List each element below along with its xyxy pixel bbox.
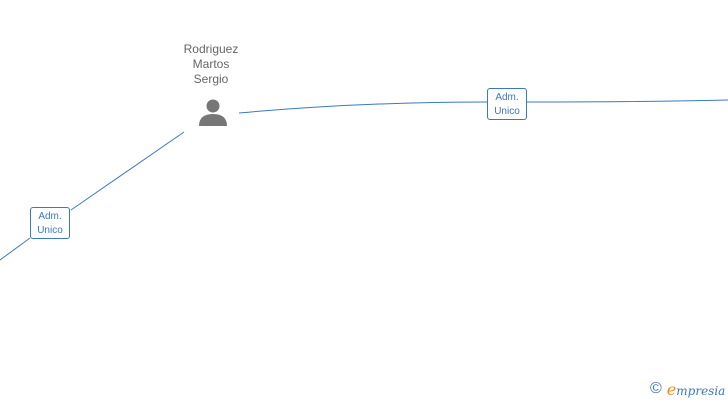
empresia-watermark: © empresia — [650, 379, 725, 399]
person-icon[interactable] — [198, 97, 228, 127]
edge-label-adm-unico-right[interactable]: Adm. Unico — [487, 88, 527, 120]
edge-label-line-1: Adm. — [38, 211, 62, 222]
edge-line-left — [0, 131, 185, 261]
person-name-line-1: Rodriguez — [183, 42, 239, 56]
edge-label-line-2: Unico — [37, 225, 63, 236]
edge-label-line-1: Adm. — [495, 92, 519, 103]
brand-logo: empresia — [667, 380, 726, 399]
person-name[interactable]: Rodriguez Martos Sergio — [161, 42, 261, 87]
brand-rest: mpresia — [676, 383, 726, 398]
brand-initial: e — [666, 379, 677, 399]
edge-label-line-2: Unico — [494, 106, 520, 117]
copyright-icon: © — [650, 380, 662, 397]
person-name-line-3: Sergio — [193, 72, 229, 86]
person-name-line-2: Martos — [192, 57, 230, 71]
edge-line-right — [238, 99, 728, 114]
edge-label-adm-unico-left[interactable]: Adm. Unico — [30, 207, 70, 239]
